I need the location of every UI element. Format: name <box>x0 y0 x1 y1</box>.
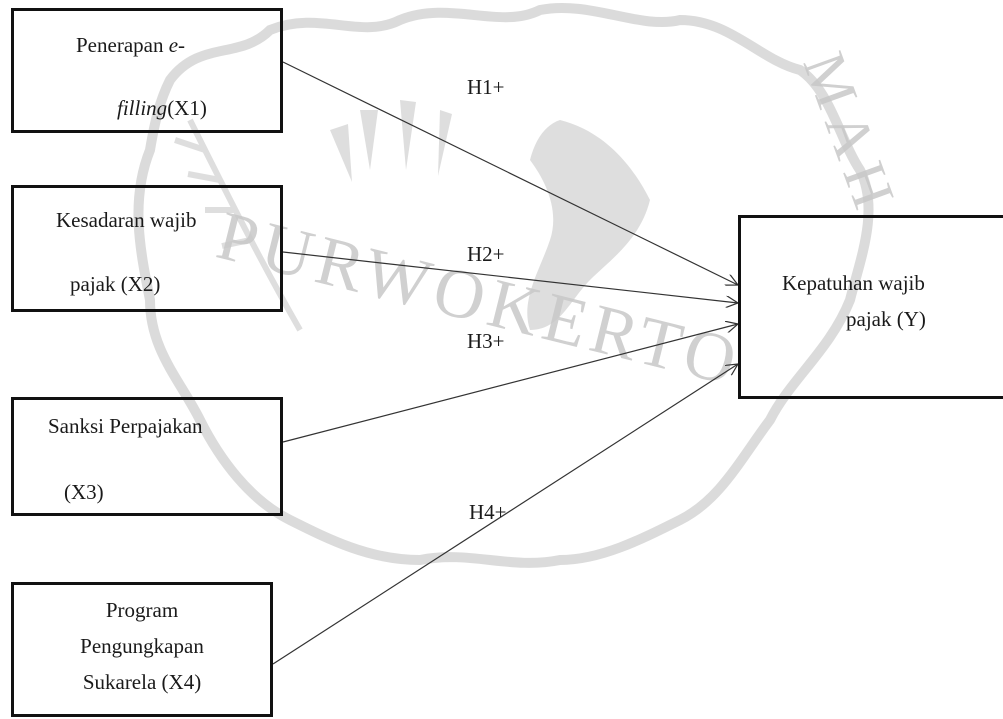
arrow-h4 <box>272 364 738 665</box>
seal-scalloped-outline <box>133 2 874 568</box>
variable-box-x2: Kesadaran wajib pajak (X2) <box>11 185 283 312</box>
x1-line1: Penerapan e- <box>76 33 185 58</box>
x4-line3: Sukarela (X4) <box>82 670 202 694</box>
x1-line1-text: Penerapan <box>76 33 169 57</box>
seal-central-emblem <box>527 120 650 330</box>
x1-line1-suffix: - <box>178 33 186 57</box>
hypothesis-label-h3: H3+ <box>467 329 505 353</box>
arrow-h3 <box>282 324 738 443</box>
x2-line2: pajak (X2) <box>70 272 161 296</box>
hypothesis-label-h4: H4+ <box>469 500 507 524</box>
x1-line2-italic: filling <box>117 96 168 120</box>
y-line1: Kepatuhan wajib <box>782 271 925 295</box>
x1-line2-text: (X1) <box>167 96 207 120</box>
variable-box-x4: Program Pengungkapan Sukarela (X4) <box>11 582 273 717</box>
x1-line1-italic: e <box>168 33 179 57</box>
x1-line2: filling(X1) <box>117 96 207 121</box>
variable-box-x1: Penerapan e- filling(X1) <box>11 8 283 133</box>
y-line2: pajak (Y) <box>846 307 926 331</box>
variable-box-x3: Sanksi Perpajakan (X3) <box>11 397 283 516</box>
seal-leaf-1 <box>174 137 251 249</box>
x4-line1: Program <box>105 598 179 622</box>
variable-box-y: Kepatuhan wajib pajak (Y) <box>738 215 1003 399</box>
x3-line2: (X3) <box>64 480 104 504</box>
x2-line1: Kesadaran wajib <box>56 208 197 232</box>
x4-line2: Pengungkapan <box>80 634 204 658</box>
hypothesis-label-h2: H2+ <box>467 242 505 266</box>
arrow-h1 <box>282 61 738 285</box>
x3-line1: Sanksi Perpajakan <box>48 414 203 438</box>
arrow-h2 <box>282 251 738 303</box>
hypothesis-label-h1: H1+ <box>467 75 505 99</box>
